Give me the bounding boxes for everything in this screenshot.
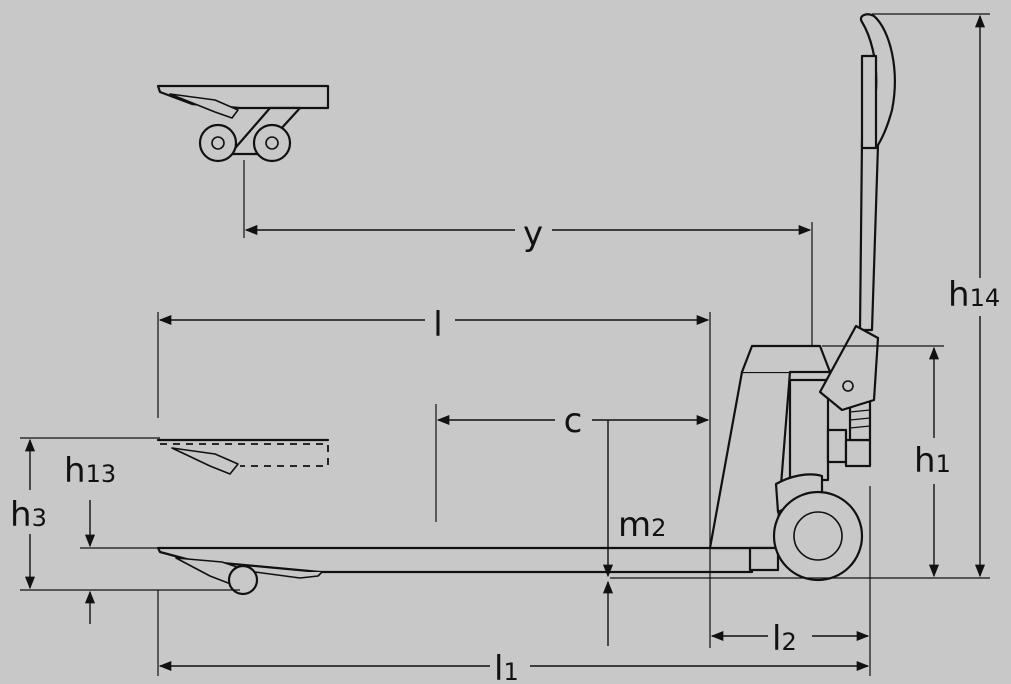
label-h1: h1 — [914, 441, 951, 481]
tandem-roller-detail — [156, 84, 330, 238]
dimension-h1: h1 — [822, 345, 951, 578]
label-h3: h3 — [10, 495, 47, 535]
label-y: y — [523, 214, 543, 254]
dimension-l2: l2 — [709, 486, 871, 676]
label-l: l — [433, 305, 442, 345]
pallet-truck — [156, 13, 990, 596]
label-c: c — [564, 401, 583, 441]
dimension-m2: m2 — [602, 420, 666, 646]
label-h14: h14 — [948, 275, 1000, 315]
dimension-c: c — [435, 401, 710, 522]
label-m2: m2 — [618, 505, 666, 545]
dimension-l1: l1 — [157, 590, 870, 684]
label-h13: h13 — [64, 451, 116, 491]
label-l2: l2 — [772, 619, 797, 659]
dimension-h3: h3 — [10, 437, 240, 591]
lowered-fork-outline — [156, 438, 330, 475]
dimension-y: y — [244, 214, 813, 346]
dimension-l: l — [157, 305, 711, 548]
dimension-h14: h14 — [872, 13, 1000, 578]
dimension-h13: h13 — [64, 451, 160, 624]
label-l1: l1 — [494, 649, 519, 684]
